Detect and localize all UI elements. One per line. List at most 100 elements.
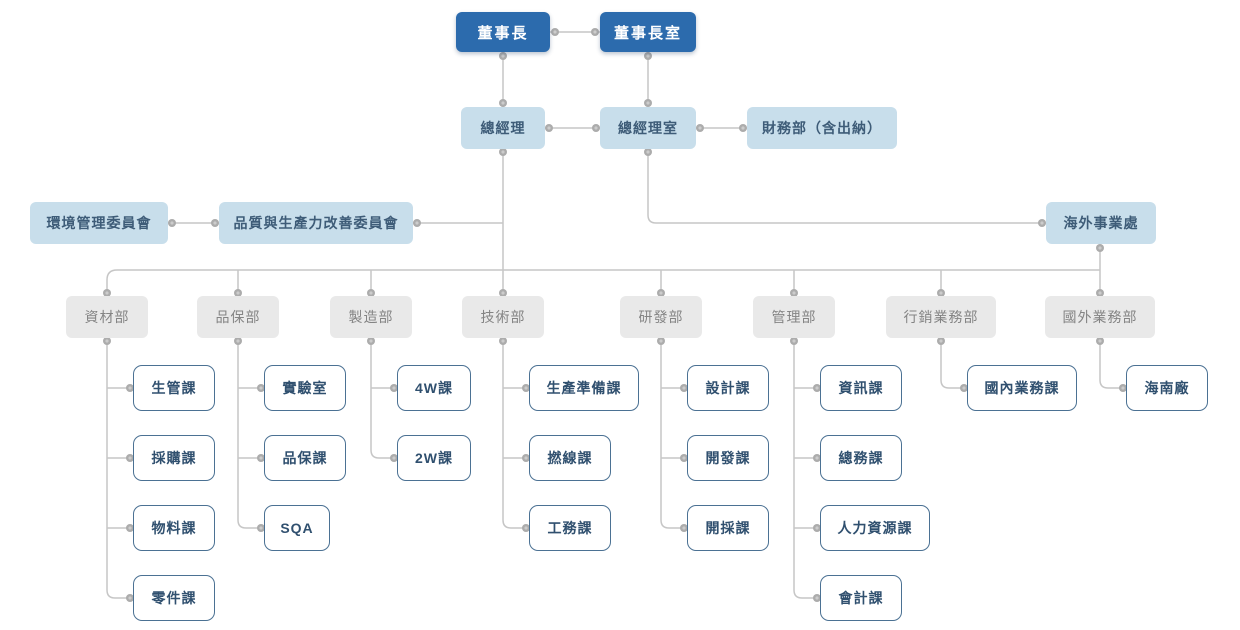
connector-line bbox=[940, 338, 967, 389]
connector-dot bbox=[390, 384, 398, 392]
node-unit-hr: 人力資源課 bbox=[820, 505, 930, 551]
connector-dot bbox=[522, 454, 530, 462]
connector-dot bbox=[499, 99, 507, 107]
node-gm: 總經理 bbox=[461, 107, 545, 149]
connector-dot bbox=[813, 594, 821, 602]
connector-dot bbox=[367, 337, 375, 345]
node-unit-qa: 品保課 bbox=[264, 435, 346, 481]
connector-dot bbox=[657, 289, 665, 297]
connector-dot bbox=[257, 524, 265, 532]
node-unit-4w: 4W課 bbox=[397, 365, 471, 411]
connector-line bbox=[106, 269, 1100, 296]
node-unit-hainan: 海南廠 bbox=[1126, 365, 1208, 411]
connector-dot bbox=[257, 454, 265, 462]
connector-dot bbox=[126, 384, 134, 392]
connector-dot bbox=[551, 28, 559, 36]
connector-dot bbox=[413, 219, 421, 227]
node-unit-twisting: 撚線課 bbox=[529, 435, 611, 481]
connector-dot bbox=[103, 337, 111, 345]
connector-dot bbox=[937, 289, 945, 297]
connector-dot bbox=[739, 124, 747, 132]
node-chairman-office: 董事長室 bbox=[600, 12, 696, 52]
node-unit-sqa: SQA bbox=[264, 505, 330, 551]
connector-dot bbox=[644, 148, 652, 156]
connector-dot bbox=[813, 384, 821, 392]
connector-dot bbox=[1038, 219, 1046, 227]
connector-dot bbox=[937, 337, 945, 345]
node-unit-parts: 零件課 bbox=[133, 575, 215, 621]
connector-line bbox=[1099, 338, 1126, 389]
connector-dot bbox=[499, 337, 507, 345]
connector-dot bbox=[644, 99, 652, 107]
node-unit-2w: 2W課 bbox=[397, 435, 471, 481]
connector-line bbox=[660, 338, 687, 529]
node-dept-rnd: 研發部 bbox=[620, 296, 702, 338]
node-unit-lab: 實驗室 bbox=[264, 365, 346, 411]
node-unit-accounting: 會計課 bbox=[820, 575, 902, 621]
node-unit-materials: 物料課 bbox=[133, 505, 215, 551]
node-dept-foreign: 國外業務部 bbox=[1045, 296, 1155, 338]
connector-dot bbox=[592, 124, 600, 132]
node-dept-marketing: 行銷業務部 bbox=[886, 296, 996, 338]
node-unit-design: 設計課 bbox=[687, 365, 769, 411]
node-unit-development: 開發課 bbox=[687, 435, 769, 481]
node-env-committee: 環境管理委員會 bbox=[30, 202, 168, 244]
connector-dot bbox=[813, 454, 821, 462]
connector-dot bbox=[390, 454, 398, 462]
connector-dot bbox=[499, 148, 507, 156]
connector-dot bbox=[499, 289, 507, 297]
node-finance: 財務部（含出納） bbox=[747, 107, 897, 149]
node-unit-it: 資訊課 bbox=[820, 365, 902, 411]
node-dept-manufacturing: 製造部 bbox=[330, 296, 412, 338]
connector-dot bbox=[813, 524, 821, 532]
node-overseas-division: 海外事業處 bbox=[1046, 202, 1156, 244]
connector-dot bbox=[790, 337, 798, 345]
connector-dot bbox=[657, 337, 665, 345]
connector-dot bbox=[680, 384, 688, 392]
connector-dot bbox=[591, 28, 599, 36]
connector-line bbox=[237, 338, 264, 529]
connector-dot bbox=[367, 289, 375, 297]
connector-dot bbox=[211, 219, 219, 227]
connector-dot bbox=[1096, 289, 1104, 297]
connector-dot bbox=[680, 524, 688, 532]
node-dept-qa: 品保部 bbox=[197, 296, 279, 338]
node-unit-mining: 開採課 bbox=[687, 505, 769, 551]
connector-dot bbox=[960, 384, 968, 392]
connector-dot bbox=[126, 594, 134, 602]
node-chairman: 董事長 bbox=[456, 12, 550, 52]
connector-dot bbox=[234, 337, 242, 345]
connector-dot bbox=[790, 289, 798, 297]
connector-line bbox=[370, 338, 397, 459]
connector-dot bbox=[522, 384, 530, 392]
node-unit-domestic-sales: 國內業務課 bbox=[967, 365, 1077, 411]
connector-line bbox=[106, 338, 133, 599]
connector-dot bbox=[234, 289, 242, 297]
connector-dot bbox=[1119, 384, 1127, 392]
node-gm-office: 總經理室 bbox=[600, 107, 696, 149]
connector-dot bbox=[126, 524, 134, 532]
connector-dot bbox=[1096, 244, 1104, 252]
node-unit-general-affairs: 總務課 bbox=[820, 435, 902, 481]
connector-dot bbox=[126, 454, 134, 462]
node-dept-materials: 資材部 bbox=[66, 296, 148, 338]
node-dept-engineering: 技術部 bbox=[462, 296, 544, 338]
connector-dot bbox=[644, 52, 652, 60]
connector-line bbox=[793, 338, 820, 599]
node-unit-production-control: 生管課 bbox=[133, 365, 215, 411]
connector-dot bbox=[680, 454, 688, 462]
connector-line bbox=[647, 149, 1046, 224]
connector-dot bbox=[499, 52, 507, 60]
connector-dot bbox=[696, 124, 704, 132]
connector-line bbox=[502, 338, 529, 529]
connector-dot bbox=[545, 124, 553, 132]
connector-dot bbox=[103, 289, 111, 297]
connector-dot bbox=[257, 384, 265, 392]
node-quality-committee: 品質與生產力改善委員會 bbox=[219, 202, 413, 244]
node-unit-production-prep: 生產準備課 bbox=[529, 365, 639, 411]
node-unit-engineering-affairs: 工務課 bbox=[529, 505, 611, 551]
node-unit-purchasing: 採購課 bbox=[133, 435, 215, 481]
node-dept-admin: 管理部 bbox=[753, 296, 835, 338]
